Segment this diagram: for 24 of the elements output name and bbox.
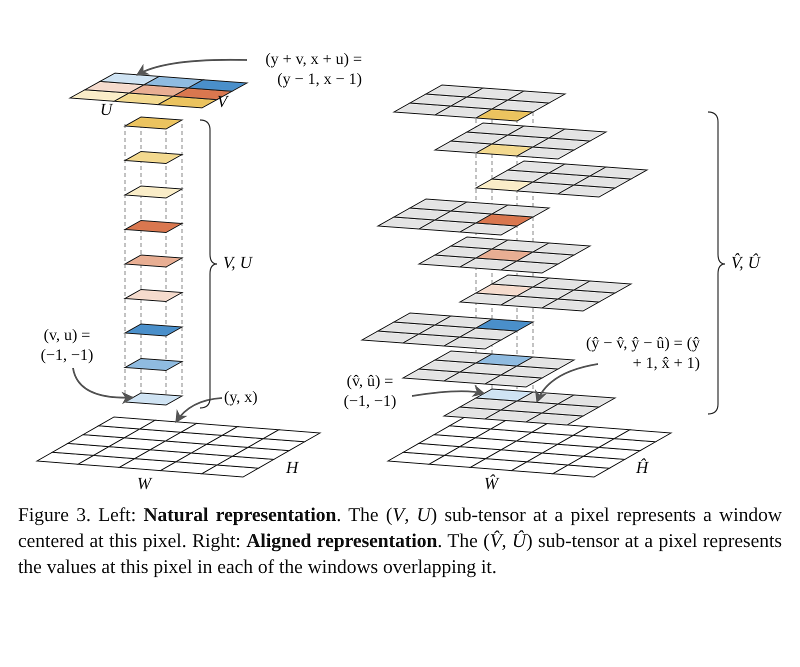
axis-label: U bbox=[100, 100, 112, 120]
coordinate-label: (v̂, û) = (−1, −1) bbox=[342, 372, 398, 412]
dimension-label: V̂, Û bbox=[731, 253, 760, 273]
grid-cell bbox=[474, 388, 535, 402]
coordinate-label: (v, u) = (−1, −1) bbox=[40, 326, 94, 366]
figure-caption: Figure 3. Left: Natural representation. The (V, U) sub-tensor at a pixel represents a window centered at this pixel. Right: Aligned representation. The (V̂, Û) sub-tensor at a pixel represents the values at this pixel in each of the windows overlapping it. bbox=[18, 504, 782, 580]
grid-cell bbox=[123, 392, 184, 406]
leader-arrow bbox=[412, 384, 486, 398]
pixel-cell bbox=[138, 420, 198, 433]
axis-label: V bbox=[217, 92, 228, 112]
axis-label: W bbox=[137, 474, 152, 494]
coordinate-label: (y, x) bbox=[224, 388, 259, 408]
axis-label: Ŵ bbox=[484, 474, 498, 494]
leader-arrow bbox=[175, 397, 222, 424]
dimension-label: V, U bbox=[223, 253, 252, 273]
coordinate-label: (y + v, x + u) = (y − 1, x − 1) bbox=[264, 50, 362, 90]
coordinate-label: (ŷ − v̂, ŷ − û) = (ŷ + 1, x̂ + 1) bbox=[586, 334, 700, 374]
grid-cell bbox=[499, 400, 560, 414]
axis-label: H bbox=[286, 458, 298, 478]
axis-label: Ĥ bbox=[636, 458, 648, 478]
leader-arrow bbox=[136, 58, 248, 76]
grid-cell bbox=[98, 72, 161, 86]
leader-arrow bbox=[536, 363, 598, 404]
leader-arrow bbox=[72, 368, 134, 404]
